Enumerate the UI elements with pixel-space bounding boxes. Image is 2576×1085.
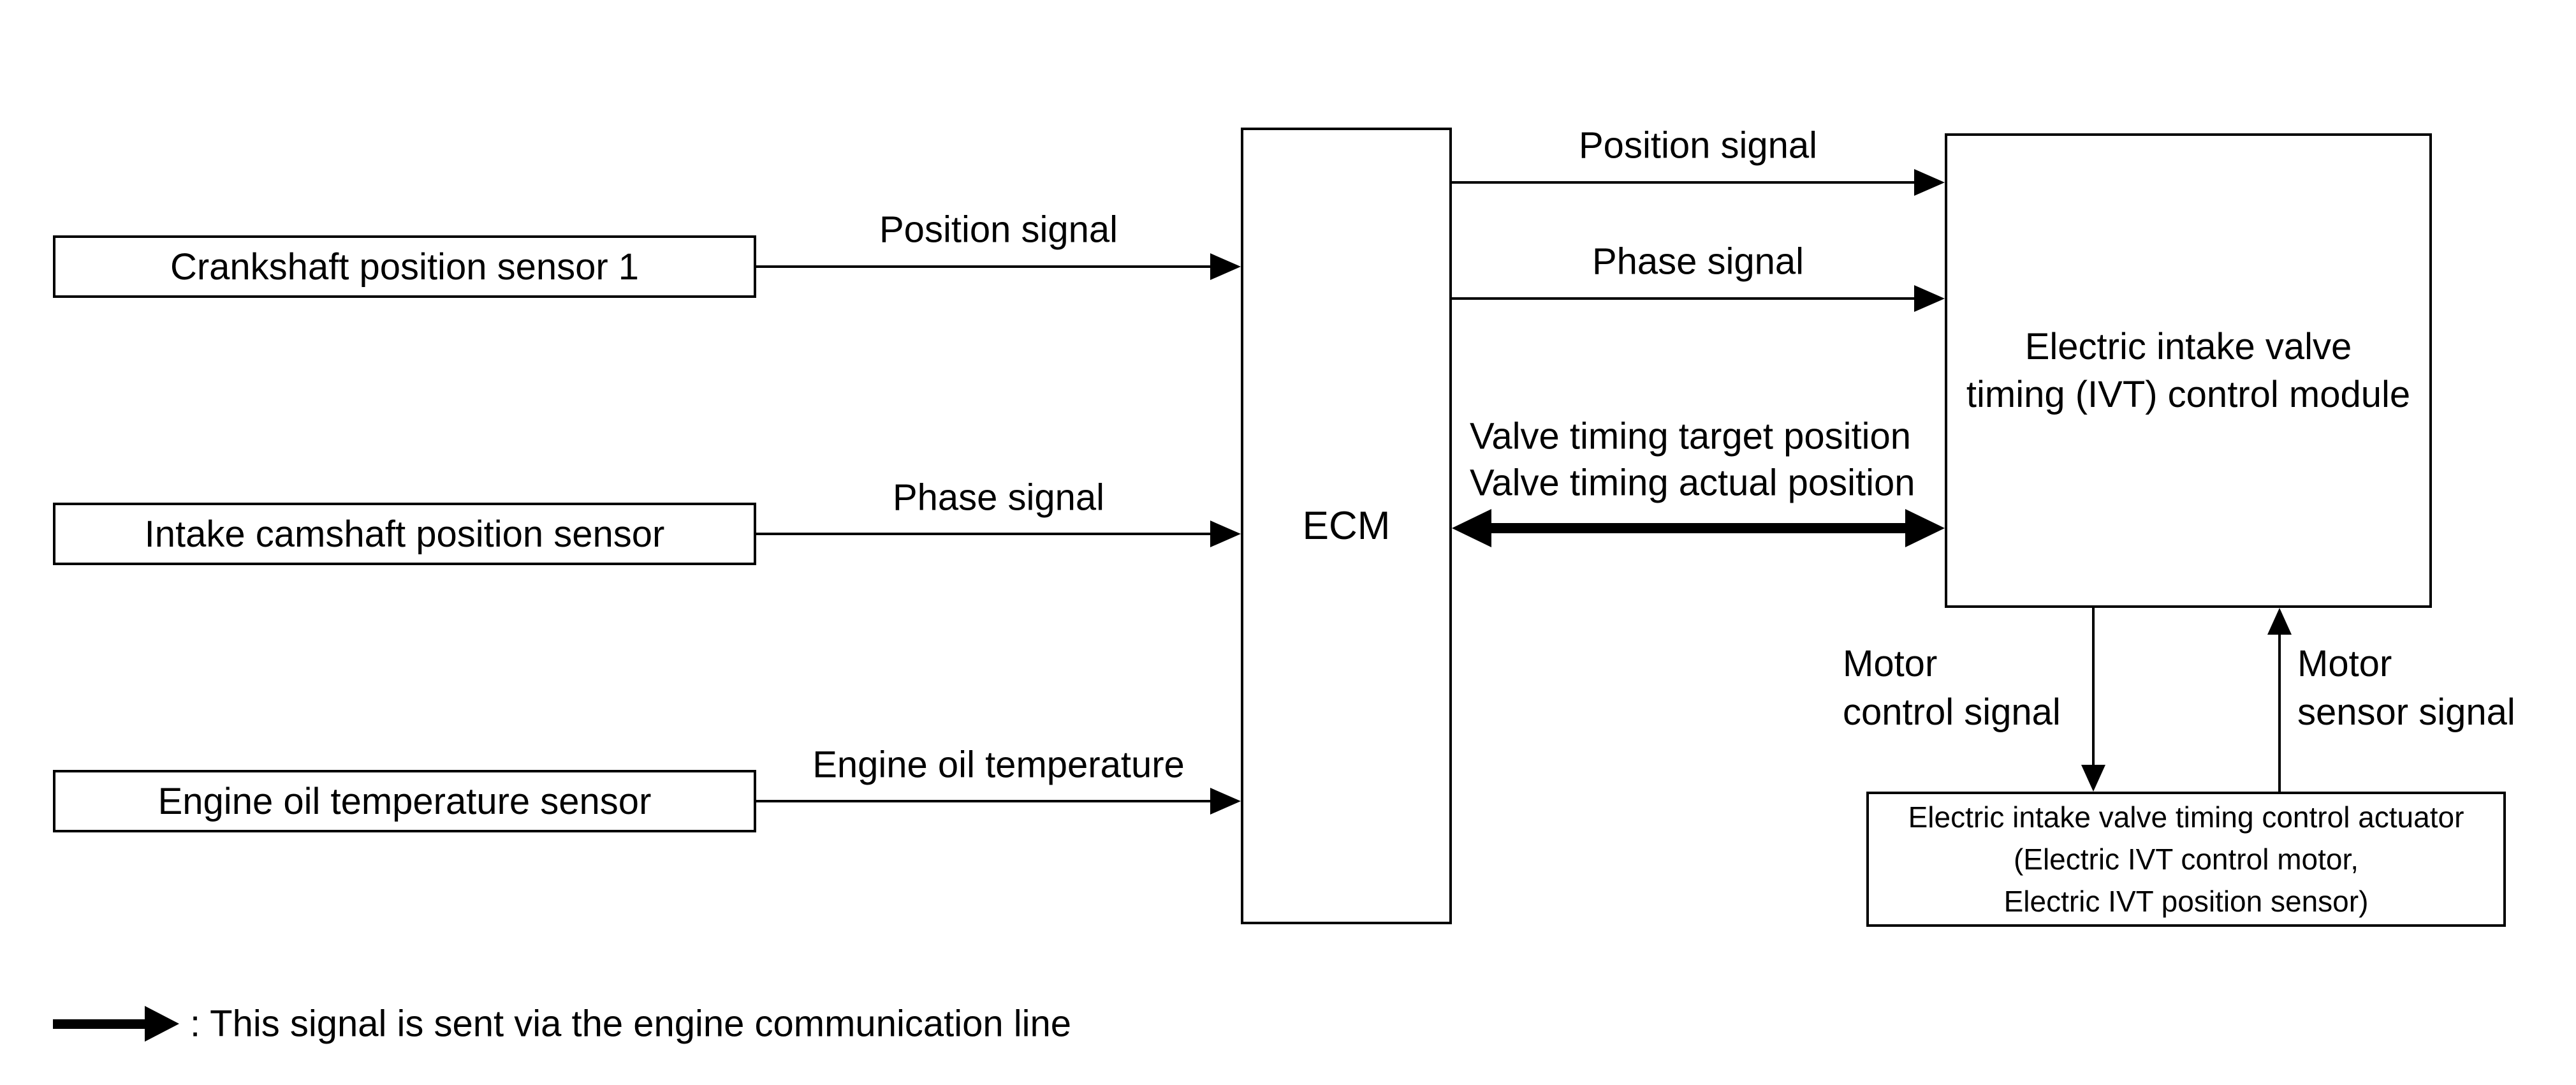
legend-arrowhead-icon	[145, 1006, 179, 1042]
motor-sensor-signal-label-line2: sensor signal	[2297, 691, 2515, 733]
engine-oil-temperature-sensor-label: Engine oil temperature sensor	[157, 780, 652, 822]
motor-sensor-arrowhead-icon	[2267, 608, 2292, 635]
cam-to-ecm-arrow-line	[756, 533, 1213, 535]
ivt-control-module-box: Electric intake valve timing (IVT) contr…	[1945, 133, 2432, 608]
ecm-ivt-comm-arrow-line	[1486, 523, 1911, 533]
motor-control-arrowhead-icon	[2081, 765, 2105, 792]
valve-timing-actual-label: Valve timing actual position	[1470, 462, 1915, 504]
ivt-control-module-label-line2: timing (IVT) control module	[1966, 374, 2411, 415]
motor-sensor-signal-label-line1: Motor	[2297, 643, 2392, 684]
motor-sensor-signal-label: Motor sensor signal	[2297, 640, 2515, 737]
motor-control-signal-label-line2: control signal	[1843, 691, 2061, 733]
legend-arrow-line	[53, 1019, 145, 1029]
ecm-to-ivt-position-arrow-line	[1452, 181, 1917, 184]
motor-control-signal-label-line1: Motor	[1843, 643, 1938, 684]
crankshaft-position-sensor-label: Crankshaft position sensor 1	[170, 246, 640, 288]
ecm-to-ivt-position-arrowhead-icon	[1914, 169, 1945, 196]
ecm-to-ivt-phase-signal-label: Phase signal	[1592, 240, 1804, 283]
ivt-control-actuator-label: Electric intake valve timing control act…	[1908, 796, 2464, 922]
ivt-control-actuator-label-line1: Electric intake valve timing control act…	[1908, 801, 2464, 834]
ecm-ivt-comm-arrowhead-left-icon	[1452, 509, 1491, 547]
ecm-to-ivt-position-signal-label: Position signal	[1579, 124, 1817, 166]
ecm-to-ivt-phase-arrowhead-icon	[1914, 285, 1945, 312]
motor-sensor-arrow-line	[2278, 635, 2281, 792]
oil-to-ecm-arrow-line	[756, 800, 1213, 802]
motor-control-arrow-line	[2092, 608, 2095, 767]
motor-control-signal-label: Motor control signal	[1843, 640, 2061, 737]
intake-camshaft-position-sensor-box: Intake camshaft position sensor	[53, 503, 756, 565]
ivt-control-module-label: Electric intake valve timing (IVT) contr…	[1966, 323, 2410, 418]
oil-to-ecm-arrowhead-icon	[1210, 788, 1241, 815]
ivt-control-module-label-line1: Electric intake valve	[2024, 326, 2352, 367]
valve-timing-target-label: Valve timing target position	[1470, 415, 1912, 457]
ecm-label: ECM	[1302, 504, 1391, 548]
engine-oil-temperature-sensor-box: Engine oil temperature sensor	[53, 770, 756, 832]
crank-to-ecm-signal-label: Position signal	[879, 209, 1118, 251]
ivt-control-actuator-box: Electric intake valve timing control act…	[1866, 792, 2506, 927]
intake-camshaft-position-sensor-label: Intake camshaft position sensor	[144, 513, 665, 555]
ecm-ivt-comm-arrowhead-right-icon	[1905, 509, 1945, 547]
ecm-to-ivt-phase-arrow-line	[1452, 297, 1917, 300]
crankshaft-position-sensor-box: Crankshaft position sensor 1	[53, 235, 756, 298]
oil-to-ecm-signal-label: Engine oil temperature	[812, 744, 1185, 786]
crank-to-ecm-arrow-line	[756, 265, 1213, 268]
ivt-control-actuator-label-line2: (Electric IVT control motor,	[2013, 843, 2359, 876]
legend-text: : This signal is sent via the engine com…	[190, 1003, 1072, 1045]
ivt-control-actuator-label-line3: Electric IVT position sensor)	[2003, 885, 2369, 918]
cam-to-ecm-signal-label: Phase signal	[892, 476, 1105, 519]
cam-to-ecm-arrowhead-icon	[1210, 520, 1241, 547]
crank-to-ecm-arrowhead-icon	[1210, 253, 1241, 280]
ecm-box: ECM	[1241, 128, 1452, 924]
